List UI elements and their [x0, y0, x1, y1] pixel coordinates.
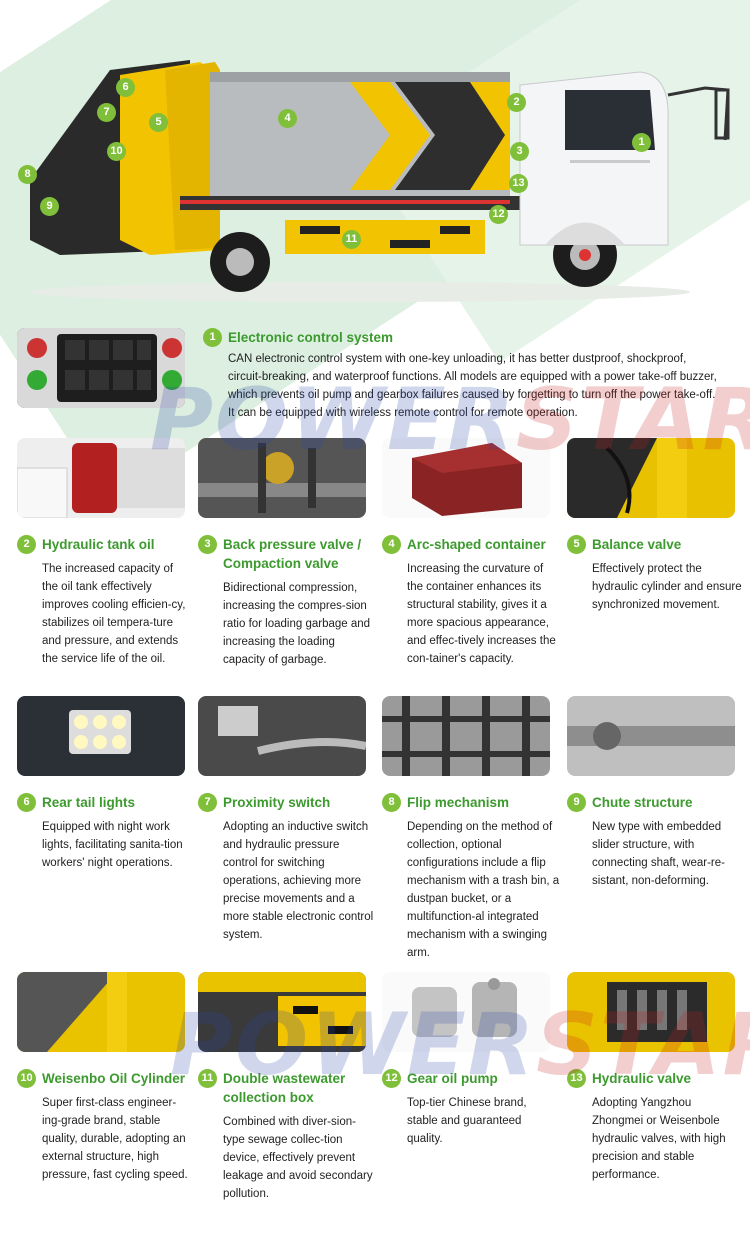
feature-number: 2: [17, 535, 36, 554]
proximity-switch-photo: [198, 696, 366, 776]
feature-title: Chute structure: [592, 795, 693, 810]
feature-title: Flip mechanism: [407, 795, 510, 810]
feature-title: Weisenbo Oil Cylinder: [42, 1071, 186, 1086]
feature-oil-cylinder: 10 Weisenbo Oil Cylinder Super first-clas…: [17, 1069, 195, 1184]
feature-title: Hydraulic valve: [592, 1071, 692, 1086]
feature-balance-valve: 5 Balance valve Effectively protect the h…: [567, 535, 742, 614]
feature-flip-mechanism: 8 Flip mechanism Depending on the method …: [382, 793, 560, 962]
feature-title: Rear tail lights: [42, 795, 136, 810]
feature-description: Depending on the method of collection, o…: [407, 821, 560, 959]
feature-number: 6: [17, 793, 36, 812]
oil-cylinder-photo: [17, 972, 185, 1052]
feature-description: Increasing the curvature of the containe…: [407, 563, 556, 665]
feature-title: Balance valve: [592, 537, 682, 552]
feature-title: Double wastewater collection box: [223, 1071, 346, 1105]
feature-description: Bidirectional compression, increasing th…: [223, 582, 371, 666]
arc-container-photo: [382, 438, 550, 518]
feature-number: 9: [567, 793, 586, 812]
feature-number: 8: [382, 793, 401, 812]
back-pressure-valve-photo: [198, 438, 366, 518]
marker-11: 11: [342, 230, 361, 249]
balance-valve-photo: [567, 438, 735, 518]
feature-wastewater-box: 11 Double wastewater collection box Combi…: [198, 1069, 376, 1203]
marker-6: 6: [116, 78, 135, 97]
feature-description: Equipped with night work lights, facilit…: [42, 821, 183, 869]
feature-title: Arc-shaped container: [407, 537, 546, 552]
marker-2: 2: [507, 93, 526, 112]
feature-title: Back pressure valve / Compaction valve: [223, 537, 362, 571]
feature-description: New type with embedded slider structure,…: [592, 821, 725, 887]
feature-description: Combined with diver-sion-type sewage col…: [223, 1116, 373, 1200]
marker-3: 3: [510, 142, 529, 161]
feature-description: Adopting Yangzhou Zhongmei or Weisenbole…: [592, 1097, 726, 1181]
feature-electronic-control: 1 Electronic control system CAN electron…: [203, 328, 723, 422]
feature-title: Electronic control system: [228, 330, 394, 345]
marker-12: 12: [489, 205, 508, 224]
feature-number: 10: [17, 1069, 36, 1088]
feature-number: 7: [198, 793, 217, 812]
gear-oil-pump-photo: [382, 972, 550, 1052]
feature-number: 13: [567, 1069, 586, 1088]
feature-hydraulic-valve: 13 Hydraulic valve Adopting Yangzhou Zhon…: [567, 1069, 745, 1184]
marker-10: 10: [107, 142, 126, 161]
chute-structure-photo: [567, 696, 735, 776]
feature-description: CAN electronic control system with one-k…: [228, 353, 717, 419]
marker-7: 7: [97, 103, 116, 122]
feature-hydraulic-tank: 2 Hydraulic tank oil The increased capaci…: [17, 535, 192, 668]
flip-mechanism-photo: [382, 696, 550, 776]
feature-number: 1: [203, 328, 222, 347]
feature-rear-tail-lights: 6 Rear tail lights Equipped with night wo…: [17, 793, 192, 872]
feature-chute-structure: 9 Chute structure New type with embedded …: [567, 793, 742, 890]
marker-5: 5: [149, 113, 168, 132]
garbage-truck-illustration: 1 2 3 4 5 6 7 8 9 10 11 12 13: [0, 0, 750, 320]
feature-number: 3: [198, 535, 217, 554]
marker-4: 4: [278, 109, 297, 128]
tail-lights-photo: [17, 696, 185, 776]
feature-description: Super first-class engineer-ing-grade bra…: [42, 1097, 188, 1181]
hydraulic-tank-photo: [17, 438, 185, 518]
marker-1: 1: [632, 133, 651, 152]
marker-8: 8: [18, 165, 37, 184]
feature-description: Effectively protect the hydraulic cylind…: [592, 563, 742, 611]
feature-description: Top-tier Chinese brand, stable and guara…: [407, 1097, 527, 1145]
feature-number: 11: [198, 1069, 217, 1088]
feature-number: 12: [382, 1069, 401, 1088]
hydraulic-valve-photo: [567, 972, 735, 1052]
feature-proximity-switch: 7 Proximity switch Adopting an inductive …: [198, 793, 376, 944]
control-panel-photo: [17, 328, 185, 408]
feature-number: 5: [567, 535, 586, 554]
feature-title: Gear oil pump: [407, 1071, 498, 1086]
feature-description: The increased capacity of the oil tank e…: [42, 563, 186, 665]
marker-9: 9: [40, 197, 59, 216]
feature-title: Proximity switch: [223, 795, 331, 810]
feature-number: 4: [382, 535, 401, 554]
feature-description: Adopting an inductive switch and hydraul…: [223, 821, 374, 941]
marker-13: 13: [509, 174, 528, 193]
wastewater-box-photo: [198, 972, 366, 1052]
feature-title: Hydraulic tank oil: [42, 537, 155, 552]
feature-gear-oil-pump: 12 Gear oil pump Top-tier Chinese brand, …: [382, 1069, 560, 1148]
feature-arc-container: 4 Arc-shaped container Increasing the cur…: [382, 535, 560, 668]
